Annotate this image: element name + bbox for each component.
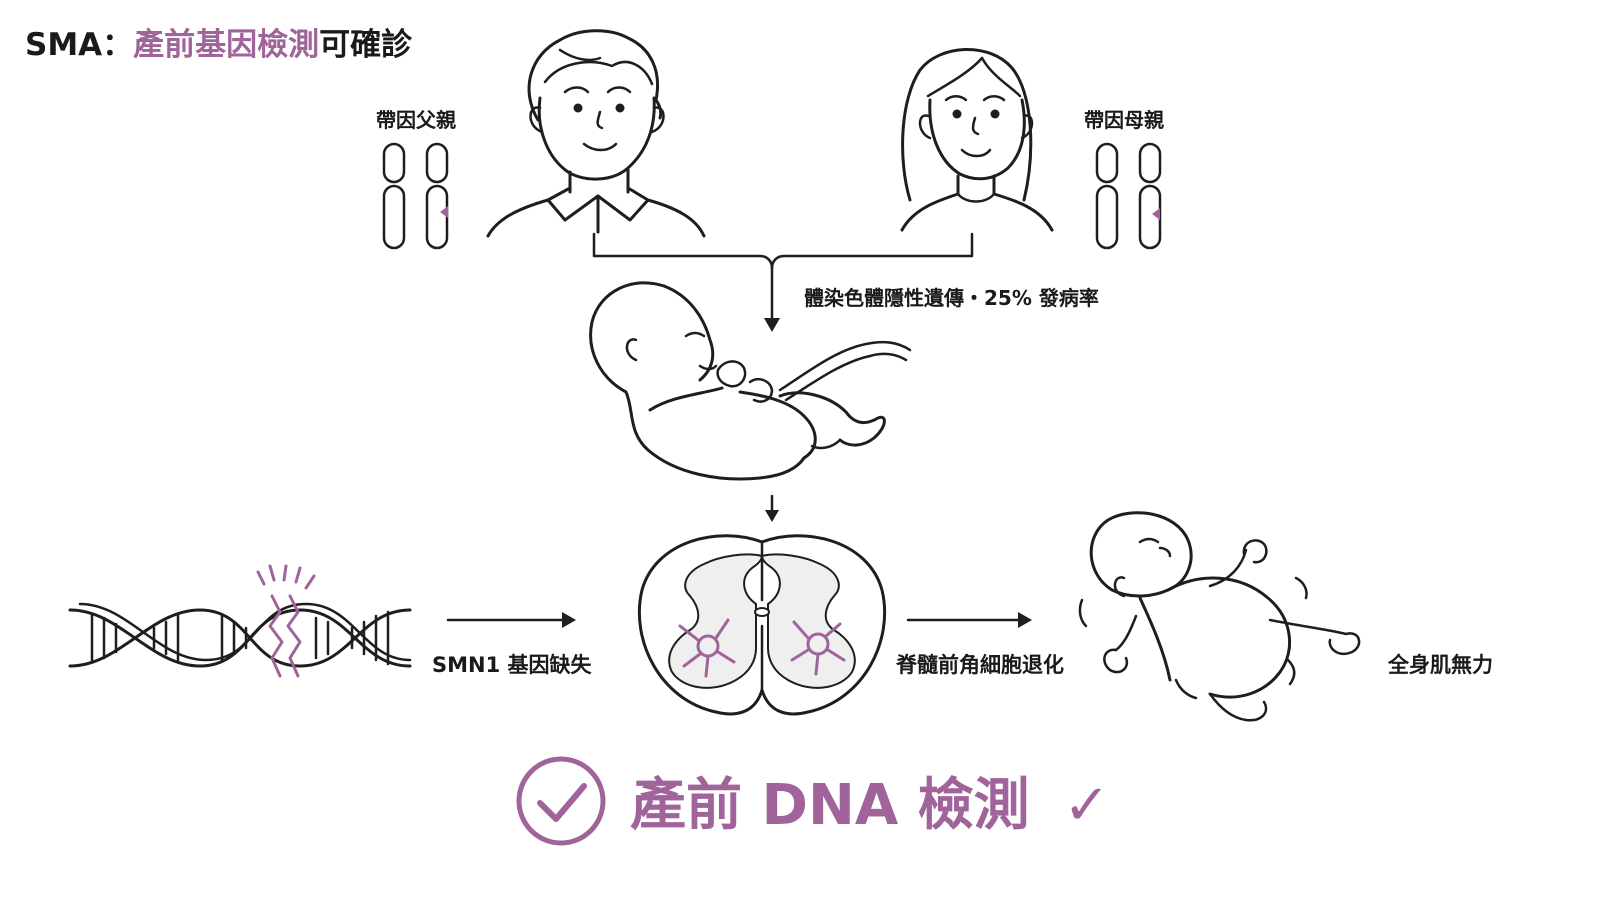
conclusion-check-mark: ✓ — [1063, 773, 1110, 838]
chromosome-icon — [1095, 142, 1162, 250]
spinal-cord-icon — [637, 534, 887, 716]
fetus-icon — [589, 281, 912, 481]
chromosome-icon — [382, 142, 449, 250]
mother-label: 帶因母親 — [1084, 108, 1164, 132]
arrow-icon — [765, 494, 779, 522]
dna-helix-icon — [68, 564, 412, 678]
inheritance-label: 體染色體隱性遺傳・25% 發病率 — [804, 286, 1099, 310]
arrow-icon — [592, 232, 974, 332]
arrow-icon — [446, 612, 576, 628]
symptom-label: 全身肌無力 — [1387, 653, 1493, 677]
woman-icon — [900, 48, 1054, 232]
baby-icon — [1078, 511, 1361, 722]
check-circle-icon — [516, 756, 606, 846]
title-suffix: 可確診 — [319, 27, 413, 63]
gene-deletion-label: SMN1 基因缺失 — [432, 653, 593, 677]
father-label: 帶因父親 — [376, 108, 456, 132]
page-title: SMA：產前基因檢測可確診 — [25, 27, 413, 63]
conclusion-text: 產前 DNA 檢測 ✓ — [630, 773, 1110, 838]
conclusion-main: 產前 DNA 檢測 — [630, 773, 1030, 838]
degeneration-label: 脊髓前角細胞退化 — [895, 653, 1064, 677]
man-icon — [486, 29, 706, 238]
title-highlight: 產前基因檢測 — [133, 27, 319, 63]
title-prefix: SMA： — [25, 27, 133, 63]
arrow-icon — [906, 612, 1032, 628]
